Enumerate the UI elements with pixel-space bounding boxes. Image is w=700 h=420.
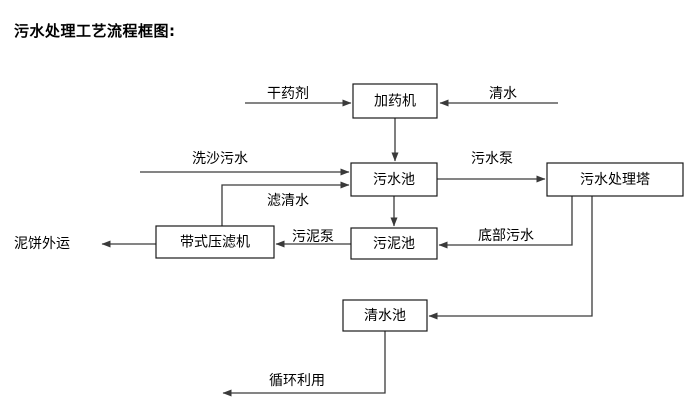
node-sludge-pool[interactable]: 污泥池 xyxy=(350,227,438,260)
edge-treatment-tower-to-clear-water-pool xyxy=(428,196,593,320)
edge-label-bottom-sewage: 底部污水 xyxy=(478,228,534,244)
node-treatment-tower[interactable]: 污水处理塔 xyxy=(546,162,684,197)
terminal-label-mud-cake-export: 泥饼外运 xyxy=(14,236,70,252)
edge-clear-water-pool-to-recycle-reuse xyxy=(222,331,386,397)
node-belt-filter-press-label: 带式压滤机 xyxy=(180,235,250,251)
node-sludge-pool-box xyxy=(350,227,438,260)
node-clear-water-pool-box xyxy=(342,299,428,332)
edge-label-dry-chemical: 干药剂 xyxy=(267,86,309,102)
node-treatment-tower-box xyxy=(546,162,684,197)
edge-label-clean-water: 清水 xyxy=(489,86,517,102)
page-title: 污水处理工艺流程框图: xyxy=(14,22,176,40)
edge-label-recycle-reuse: 循环利用 xyxy=(269,373,325,389)
edge-filtered-water-to-wastewater-pool xyxy=(221,181,350,226)
node-clear-water-pool-label: 清水池 xyxy=(364,308,406,324)
edge-treatment-tower-to-sludge-pool xyxy=(438,196,573,249)
node-sludge-pool-label: 污泥池 xyxy=(373,236,415,252)
node-wastewater-pool-box xyxy=(350,162,438,197)
node-wastewater-pool-label: 污水池 xyxy=(373,172,415,188)
node-dosing-machine-label: 加药机 xyxy=(374,94,416,110)
node-dosing-machine-box xyxy=(352,83,438,119)
node-belt-filter-press-box xyxy=(155,225,275,259)
node-dosing-machine[interactable]: 加药机 xyxy=(352,83,438,119)
node-clear-water-pool[interactable]: 清水池 xyxy=(342,299,428,332)
edge-label-sludge-pump: 污泥泵 xyxy=(292,229,334,245)
node-treatment-tower-label: 污水处理塔 xyxy=(580,172,650,188)
node-wastewater-pool[interactable]: 污水池 xyxy=(350,162,438,197)
edge-label-sewage-pump: 污水泵 xyxy=(471,151,513,167)
edge-label-sand-wash-sewage: 洗沙污水 xyxy=(192,151,248,167)
node-belt-filter-press[interactable]: 带式压滤机 xyxy=(155,225,275,259)
edge-label-filtered-water: 滤清水 xyxy=(267,193,309,209)
